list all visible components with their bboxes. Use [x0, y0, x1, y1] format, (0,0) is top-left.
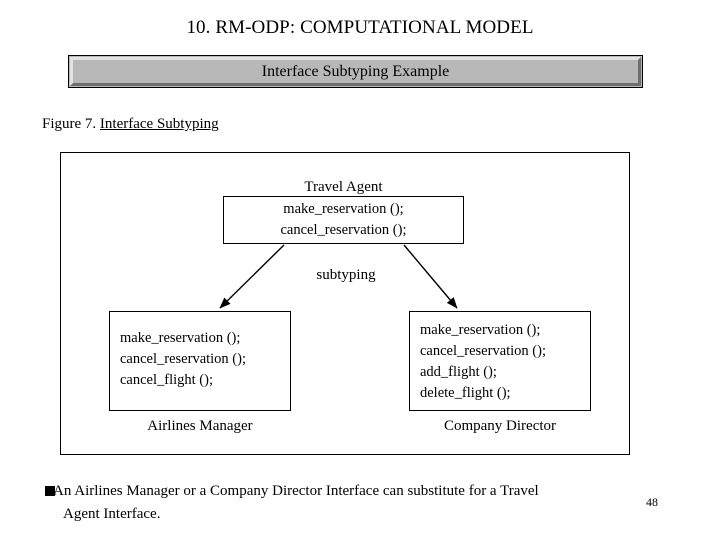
node-travel-agent[interactable]: make_reservation (); cancel_reservation …: [223, 196, 464, 244]
figure-caption: Figure 7. Interface Subtyping: [42, 114, 219, 134]
arrow-travel-agent-to-airlines-manager: [219, 244, 285, 309]
arrow-travel-agent-to-company-director: [403, 244, 458, 309]
footer-note-line-2: Agent Interface.: [63, 506, 161, 522]
page-title: 10. RM-ODP: COMPUTATIONAL MODEL: [186, 17, 534, 38]
figure-caption-prefix: Figure 7.: [42, 116, 100, 132]
node-operation: make_reservation ();: [283, 201, 404, 217]
node-operation: add_flight ();: [420, 364, 497, 380]
node-airlines-manager[interactable]: make_reservation (); cancel_reservation …: [109, 311, 291, 411]
node-operation: delete_flight ();: [420, 385, 511, 401]
section-banner-label: Interface Subtyping Example: [261, 62, 450, 80]
node-operation: make_reservation ();: [420, 322, 541, 338]
figure-caption-title: Interface Subtyping: [99, 116, 219, 132]
footer-note: An Airlines Manager or a Company Directo…: [45, 480, 650, 526]
node-operation: cancel_reservation ();: [420, 343, 546, 359]
relation-label-subtyping: subtyping: [316, 267, 376, 283]
missing-glyph-bullet-icon: [45, 486, 55, 496]
section-banner-bevel: Interface Subtyping Example: [70, 57, 641, 86]
diagram-frame: Travel Agent make_reservation (); cancel…: [60, 152, 630, 455]
node-operation: cancel_flight ();: [120, 372, 213, 388]
node-company-director[interactable]: make_reservation (); cancel_reservation …: [409, 311, 591, 411]
page-number: 48: [646, 495, 658, 509]
node-caption-travel-agent: Travel Agent: [304, 179, 383, 195]
node-caption-company-director: Company Director: [443, 418, 557, 434]
node-caption-airlines-manager: Airlines Manager: [147, 418, 253, 434]
node-operation: cancel_reservation ();: [120, 351, 246, 367]
section-banner: Interface Subtyping Example: [68, 55, 643, 88]
footer-note-line-1: An Airlines Manager or a Company Directo…: [53, 483, 539, 499]
node-operation: make_reservation ();: [120, 330, 241, 346]
node-operation: cancel_reservation ();: [280, 222, 407, 238]
